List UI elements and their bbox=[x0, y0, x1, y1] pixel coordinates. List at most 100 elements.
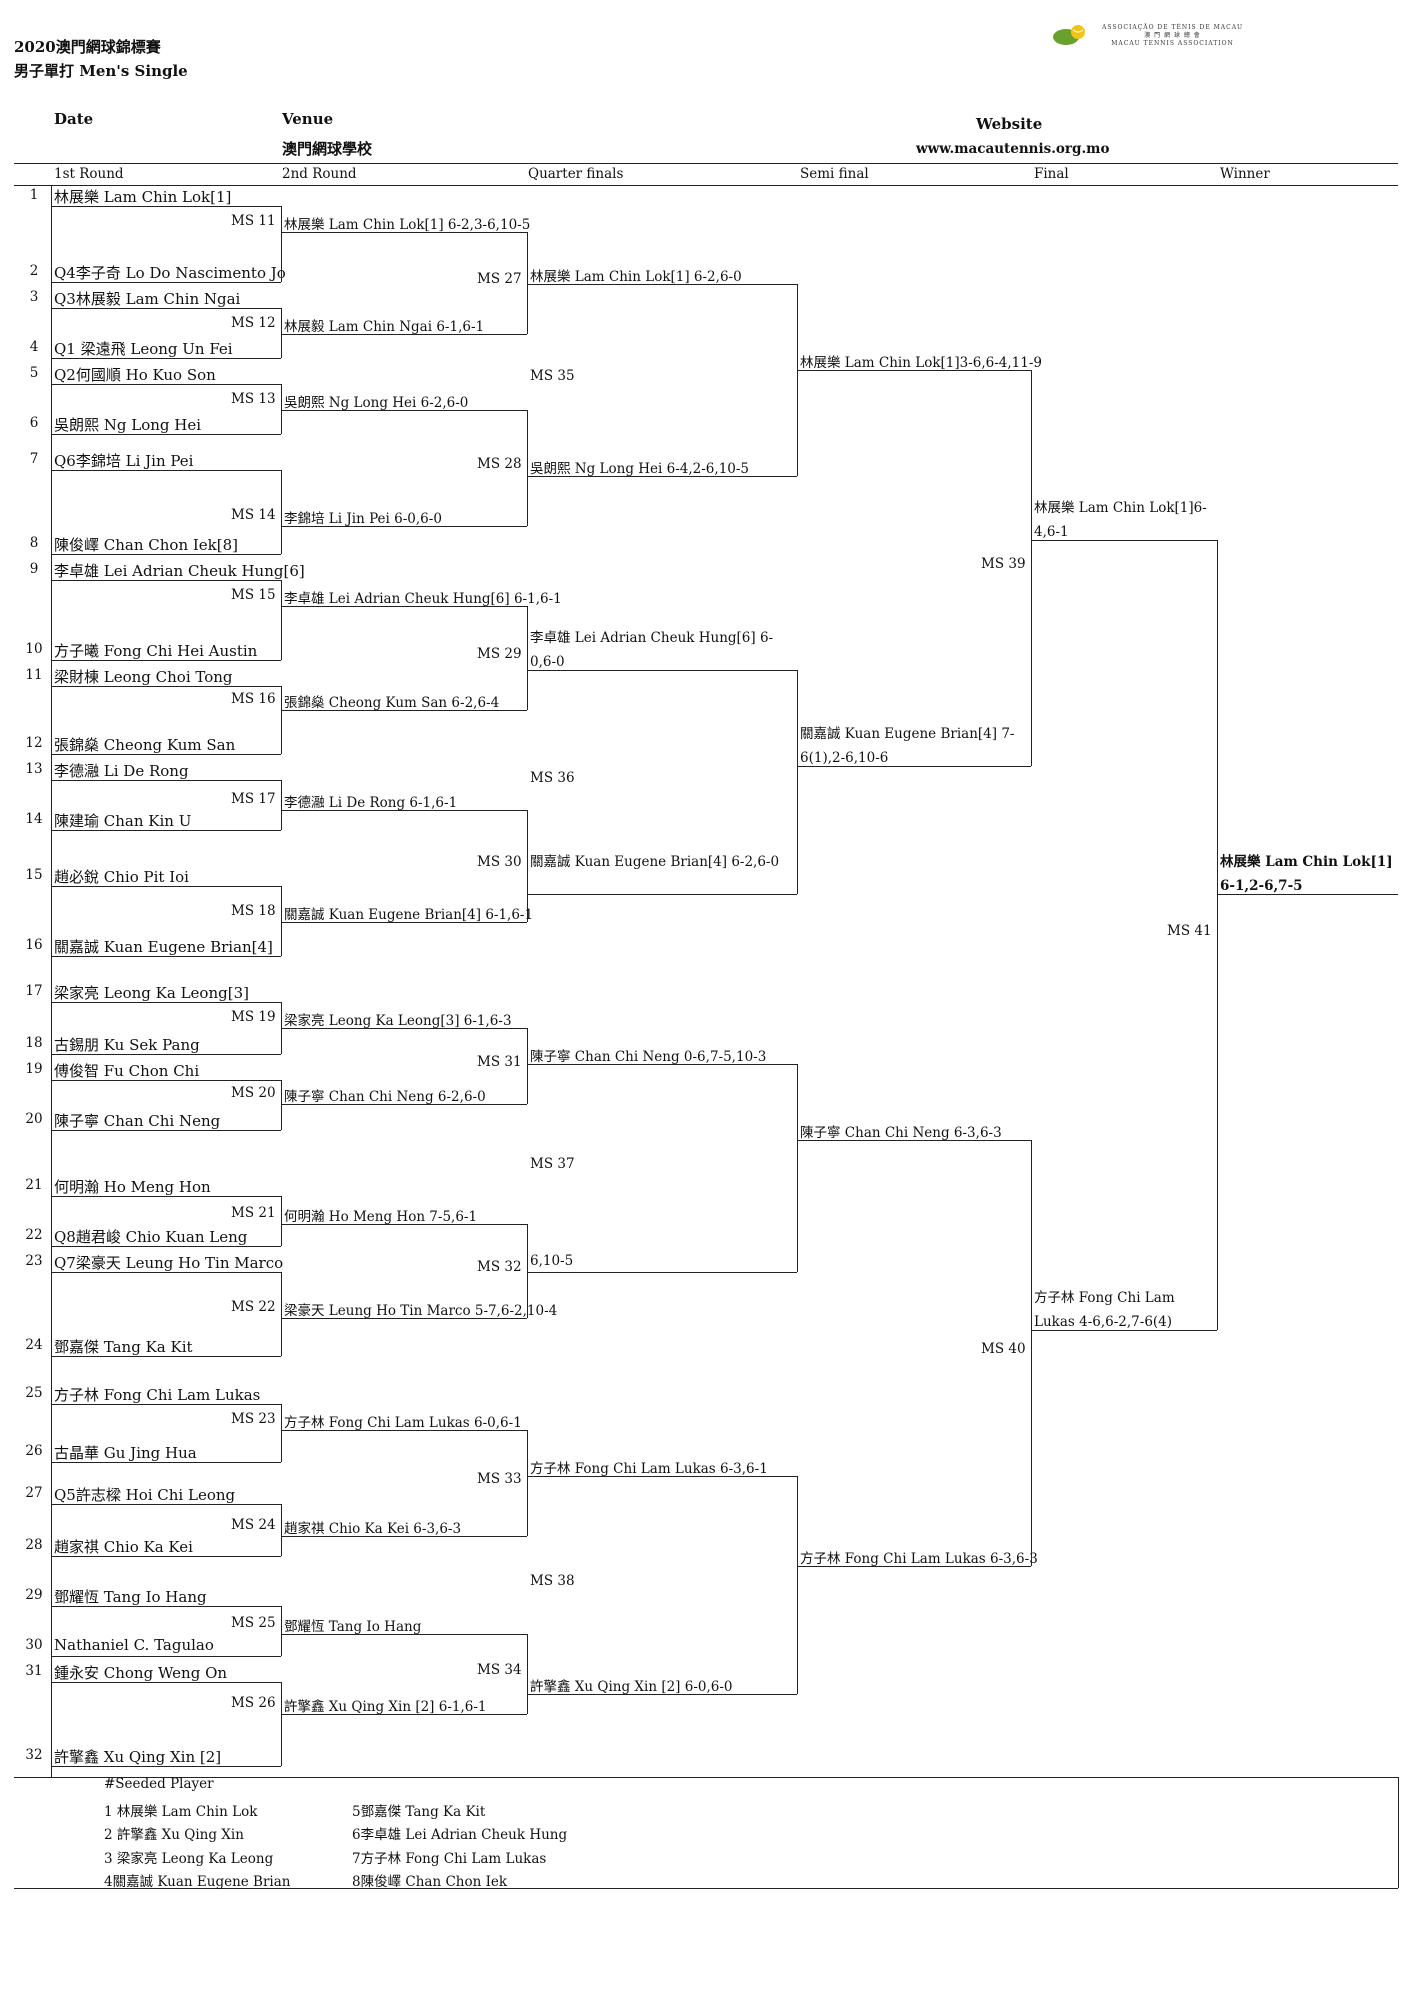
number-column-rule bbox=[51, 185, 52, 1777]
round1-line bbox=[51, 1404, 281, 1405]
seed-box-bottom bbox=[14, 1888, 1398, 1889]
player-name: 古晶華 Gu Jing Hua bbox=[54, 1444, 197, 1462]
match-number: MS 21 bbox=[231, 1205, 276, 1221]
seed-position-number: 16 bbox=[25, 937, 43, 953]
round2-line bbox=[281, 1104, 527, 1105]
match-number: MS 27 bbox=[477, 271, 522, 287]
player-name: 鄧耀恆 Tang Io Hang bbox=[54, 1588, 207, 1606]
match-number: MS 13 bbox=[231, 391, 276, 407]
website-label: Website bbox=[976, 115, 1043, 133]
player-name: 梁財棟 Leong Choi Tong bbox=[54, 668, 233, 686]
player-name: Q3林展毅 Lam Chin Ngai bbox=[54, 290, 241, 308]
round1-line bbox=[51, 308, 281, 309]
final-result: 林展樂 Lam Chin Lok[1]6-4,6-1 bbox=[1034, 500, 1207, 540]
player-name: 關嘉誠 Kuan Eugene Brian[4] bbox=[54, 938, 273, 956]
semi-line bbox=[797, 1566, 1031, 1567]
round1-line bbox=[51, 1246, 281, 1247]
round2-result: 李錦培 Li Jin Pei 6-0,6-0 bbox=[284, 511, 442, 527]
player-name: 陳建瑜 Chan Kin U bbox=[54, 812, 192, 830]
player-name: 何明瀚 Ho Meng Hon bbox=[54, 1178, 211, 1196]
seed-position-number: 20 bbox=[25, 1111, 43, 1127]
round2-connector bbox=[527, 810, 528, 922]
round2-line bbox=[281, 1318, 527, 1319]
player-name: Nathaniel C. Tagulao bbox=[54, 1636, 214, 1654]
round2-result: 關嘉誠 Kuan Eugene Brian[4] 6-1,6-1 bbox=[284, 907, 534, 923]
round1-line bbox=[51, 1682, 281, 1683]
event-title: 男子單打 Men's Single bbox=[14, 62, 188, 80]
match-number: MS 30 bbox=[477, 854, 522, 870]
seed-position-number: 9 bbox=[29, 561, 39, 577]
winner-result: 林展樂 Lam Chin Lok[1] 6-1,2-6,7-5 bbox=[1220, 854, 1393, 894]
seed-position-number: 31 bbox=[25, 1663, 43, 1679]
round1-connector bbox=[281, 470, 282, 554]
round2-result: 梁家亮 Leong Ka Leong[3] 6-1,6-3 bbox=[284, 1013, 512, 1029]
seed-position-number: 2 bbox=[29, 263, 39, 279]
seed-title: #Seeded Player bbox=[104, 1776, 214, 1792]
seed-position-number: 12 bbox=[25, 735, 43, 751]
round2-line bbox=[281, 1634, 527, 1635]
seed-3: 3 梁家亮 Leong Ka Leong bbox=[104, 1851, 274, 1867]
round1-line bbox=[51, 780, 281, 781]
round1-line bbox=[51, 470, 281, 471]
round2-line bbox=[281, 410, 527, 411]
player-name: 李德瀜 Li De Rong bbox=[54, 762, 189, 780]
seed-position-number: 1 bbox=[29, 187, 39, 203]
seed-8: 8陳俊嶧 Chan Chon Iek bbox=[352, 1874, 508, 1890]
round2-result: 李德瀜 Li De Rong 6-1,6-1 bbox=[284, 795, 458, 811]
seed-position-number: 6 bbox=[29, 415, 39, 431]
round2-line bbox=[281, 710, 527, 711]
player-name: 鄧嘉傑 Tang Ka Kit bbox=[54, 1338, 193, 1356]
match-number: MS 28 bbox=[477, 456, 522, 472]
round1-line bbox=[51, 1002, 281, 1003]
round2-line bbox=[281, 1224, 527, 1225]
seed-position-number: 32 bbox=[25, 1747, 43, 1763]
match-number: MS 34 bbox=[477, 1662, 522, 1678]
website-value: www.macautennis.org.mo bbox=[916, 141, 1110, 157]
quarter-result: 關嘉誠 Kuan Eugene Brian[4] 6-2,6-0 bbox=[530, 854, 780, 870]
match-number: MS 19 bbox=[231, 1009, 276, 1025]
round1-line bbox=[51, 358, 281, 359]
round1-line bbox=[51, 206, 281, 207]
player-name: 林展樂 Lam Chin Lok[1] bbox=[54, 188, 232, 206]
player-name: 梁家亮 Leong Ka Leong[3] bbox=[54, 984, 249, 1002]
round2-line bbox=[281, 334, 527, 335]
round1-line bbox=[51, 830, 281, 831]
header-rule-bottom bbox=[14, 185, 1398, 186]
player-name: Q6李錦培 Li Jin Pei bbox=[54, 452, 194, 470]
round2-result: 吳朗熙 Ng Long Hei 6-2,6-0 bbox=[284, 395, 469, 411]
player-name: 李卓雄 Lei Adrian Cheuk Hung[6] bbox=[54, 562, 305, 580]
col-quarter: Quarter finals bbox=[528, 166, 624, 182]
round2-line bbox=[281, 1536, 527, 1537]
round2-result: 梁豪天 Leung Ho Tin Marco 5-7,6-2,10-4 bbox=[284, 1303, 558, 1319]
date-label: Date bbox=[54, 110, 94, 128]
seed-position-number: 11 bbox=[25, 667, 43, 683]
round1-line bbox=[51, 1556, 281, 1557]
final-line bbox=[1031, 1330, 1217, 1331]
round1-line bbox=[51, 660, 281, 661]
round2-line bbox=[281, 1028, 527, 1029]
round1-line bbox=[51, 384, 281, 385]
round2-line bbox=[281, 922, 527, 923]
round1-connector bbox=[281, 1196, 282, 1246]
col-semi: Semi final bbox=[800, 166, 869, 182]
quarter-result: 方子林 Fong Chi Lam Lukas 6-3,6-1 bbox=[530, 1461, 768, 1477]
match-number: MS 14 bbox=[231, 507, 276, 523]
round2-line bbox=[281, 232, 527, 233]
quarter-line bbox=[527, 476, 797, 477]
round2-connector bbox=[527, 232, 528, 334]
quarter-result: 6,10-5 bbox=[530, 1253, 574, 1269]
match-number: MS 26 bbox=[231, 1695, 276, 1711]
round1-line bbox=[51, 1054, 281, 1055]
round1-line bbox=[51, 886, 281, 887]
round1-line bbox=[51, 434, 281, 435]
round1-line bbox=[51, 1356, 281, 1357]
semi-result: 關嘉誠 Kuan Eugene Brian[4] 7-6(1),2-6,10-6 bbox=[800, 726, 1015, 766]
seed-position-number: 29 bbox=[25, 1587, 43, 1603]
match-number: MS 20 bbox=[231, 1085, 276, 1101]
round2-line bbox=[281, 606, 527, 607]
quarter-connector bbox=[797, 1064, 798, 1272]
tournament-title: 2020澳門網球錦標賽 bbox=[14, 38, 161, 56]
seed-position-number: 23 bbox=[25, 1253, 43, 1269]
round1-connector bbox=[281, 206, 282, 282]
